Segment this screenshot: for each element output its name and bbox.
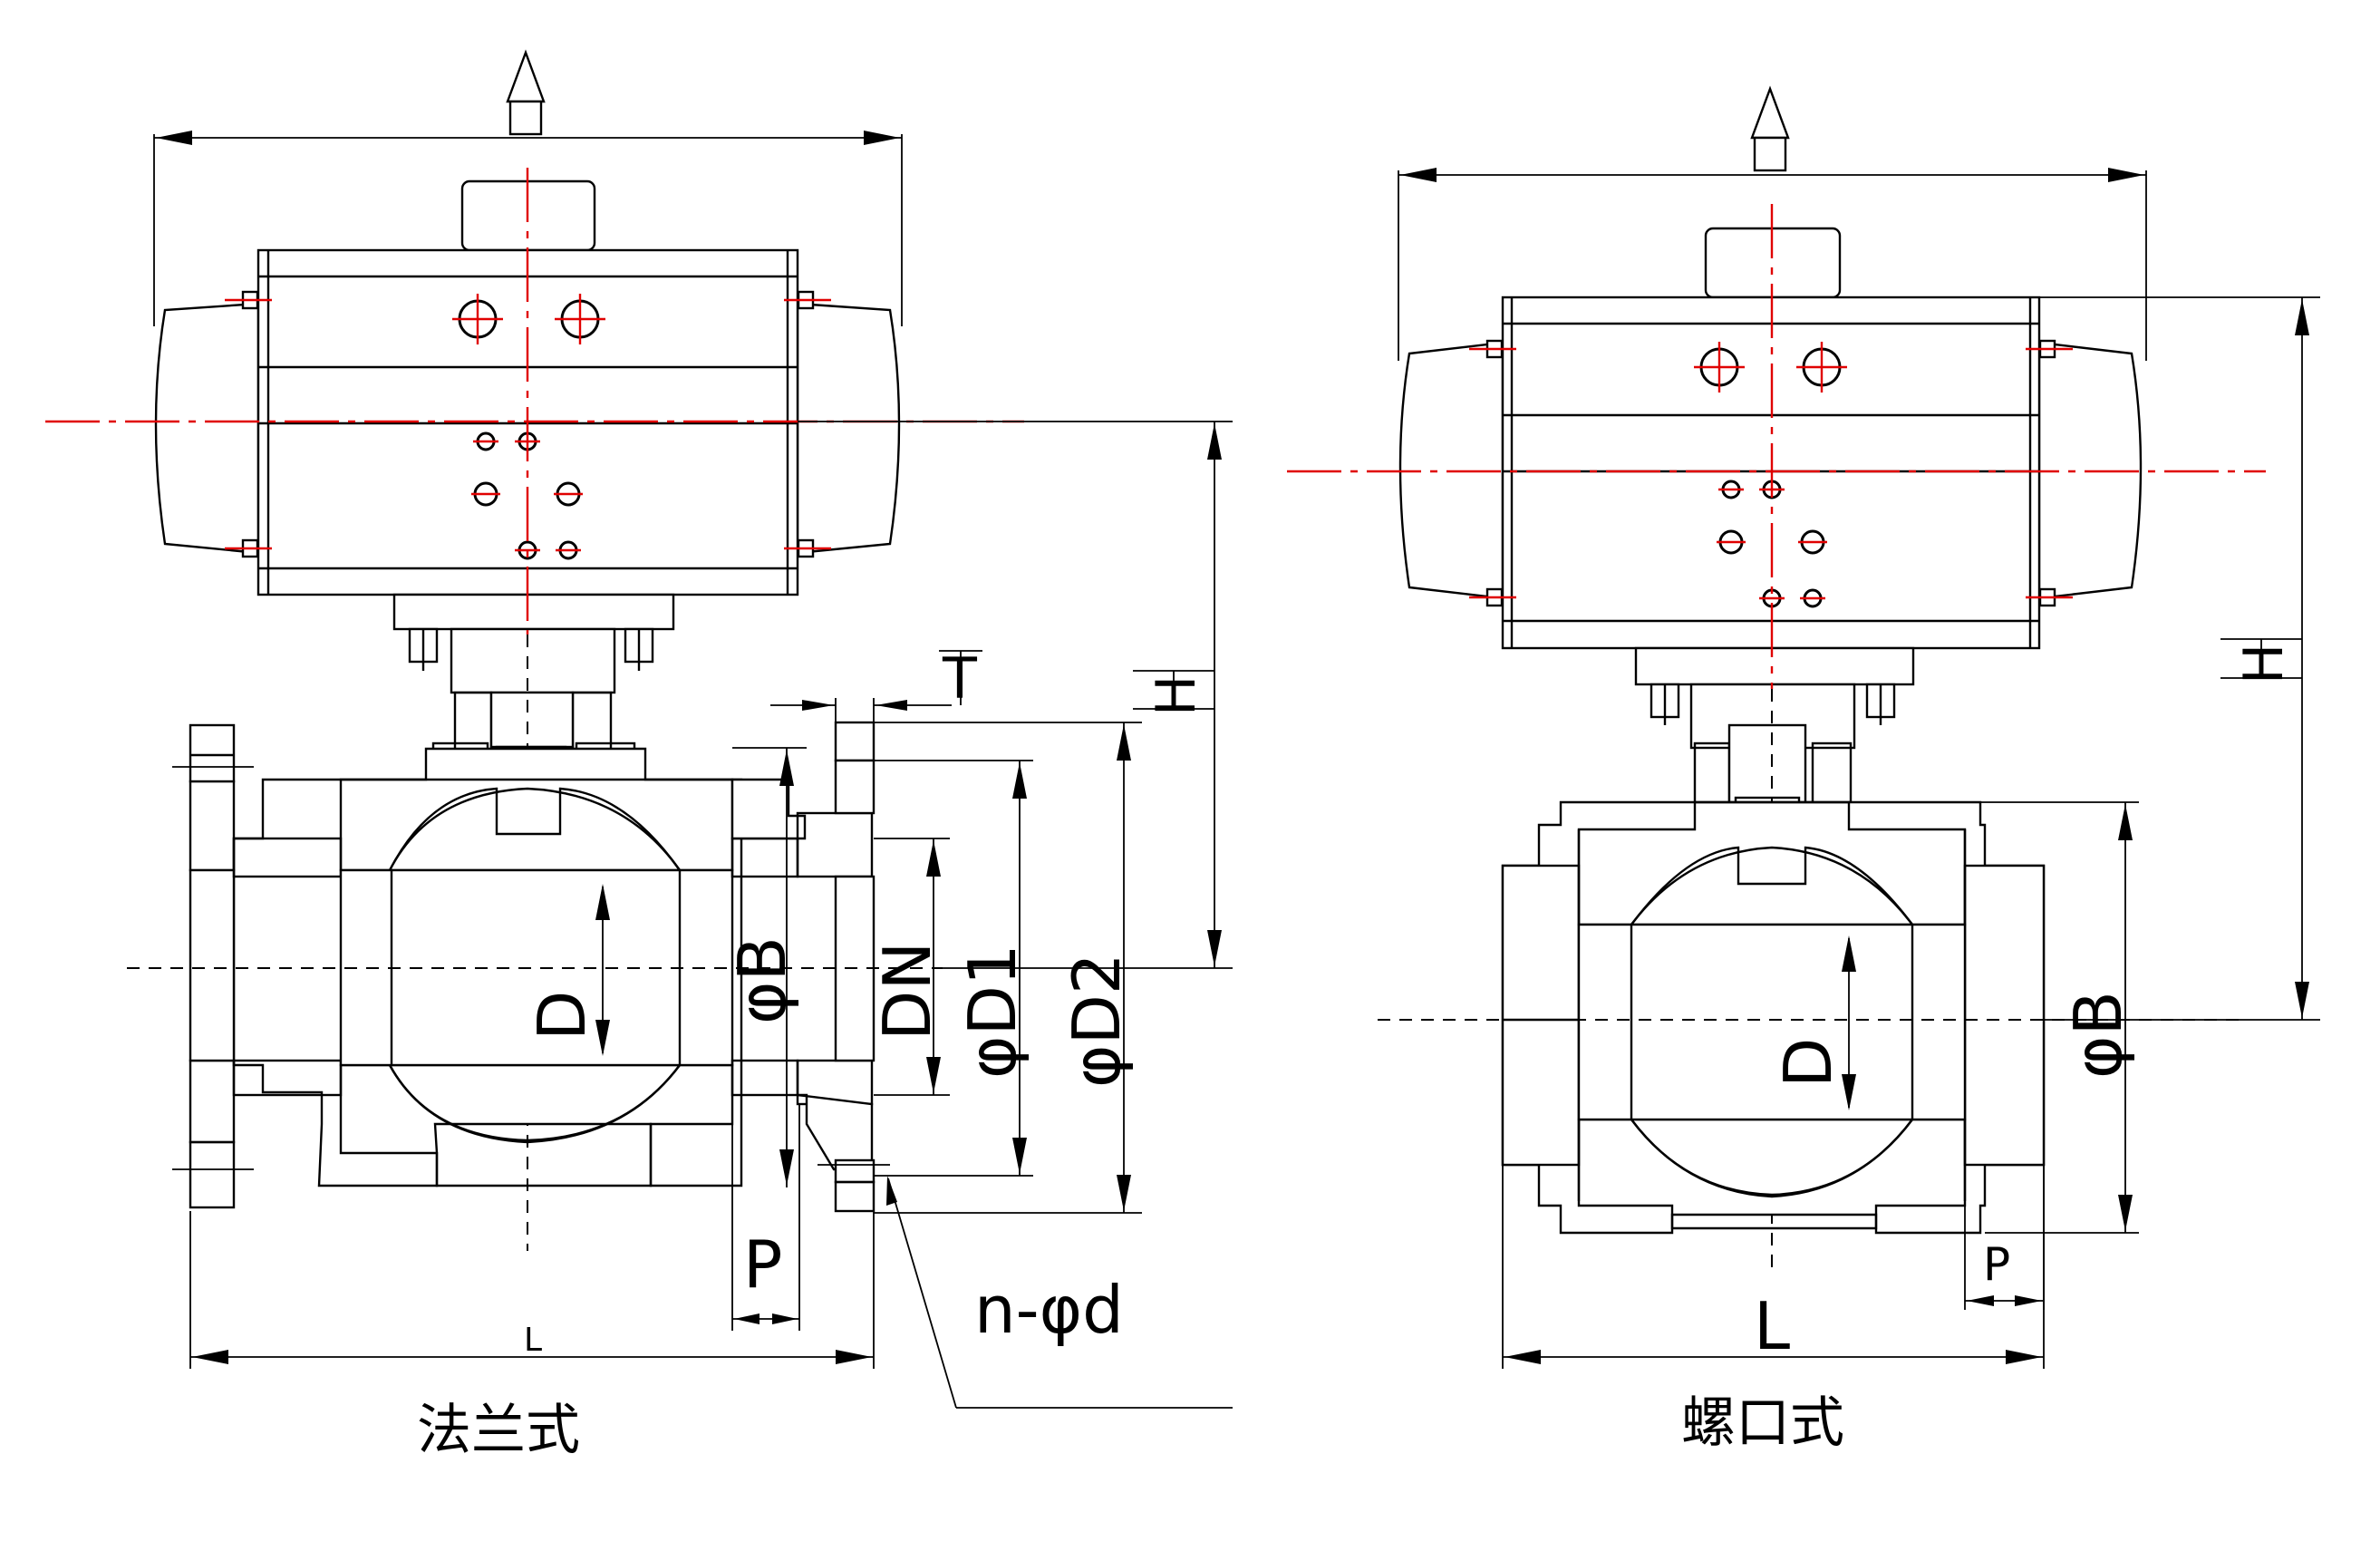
dim-dn-label: DN xyxy=(869,942,945,1041)
pneumatic-actuator-right xyxy=(1398,227,2143,750)
flanged-valve-view: T H D φB xyxy=(45,49,1233,1462)
threaded-caption: 螺口式 xyxy=(1681,1391,1844,1455)
dim-p-label-left: P xyxy=(743,1226,782,1303)
dim-d-label-right: D xyxy=(1770,1038,1846,1088)
dim-h-visible-left: H xyxy=(1145,675,1208,716)
dim-d1-label: φD1 xyxy=(954,944,1030,1079)
flanged-valve-body xyxy=(127,635,943,1251)
dim-p-label-right: P xyxy=(1983,1238,2010,1291)
threaded-valve-body xyxy=(1378,689,2239,1269)
actuator-width-dimension-right xyxy=(1398,168,2147,361)
threaded-dimensions: H D φB P L xyxy=(1502,296,2320,1369)
dim-d-label-left: D xyxy=(524,991,600,1041)
flanged-dimensions: T H D φB xyxy=(189,421,1233,1409)
dim-t-visible: T xyxy=(942,645,978,712)
dim-l-label-left: L xyxy=(524,1322,542,1359)
actuator-width-dimension-left xyxy=(153,131,903,326)
flanged-caption: 法兰式 xyxy=(417,1399,580,1462)
dim-h-visible-right: H xyxy=(2232,644,2296,684)
threaded-valve-view: H D φB P L xyxy=(1287,85,2320,1455)
top-position-indicator-left xyxy=(506,49,546,136)
dim-nd-label: n-φd xyxy=(974,1272,1124,1348)
dim-d2-label: φD2 xyxy=(1059,953,1135,1088)
dim-b-label-right: φB xyxy=(2060,991,2136,1079)
dim-l-label-right: L xyxy=(1754,1288,1790,1364)
top-position-indicator-right xyxy=(1750,85,1790,172)
dim-b-label-left: φB xyxy=(724,936,800,1024)
